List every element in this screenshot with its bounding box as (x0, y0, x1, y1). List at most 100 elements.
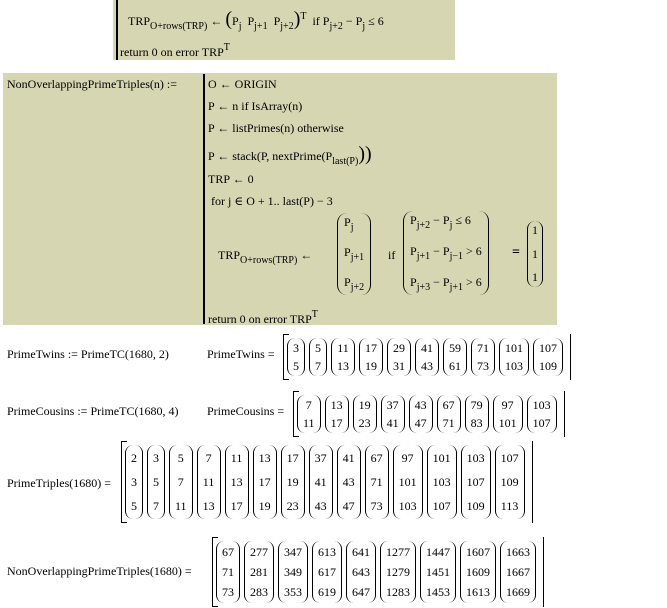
prime-cousins-label: PrimeCousins = (207, 404, 285, 418)
trp-assignment-lhs: TRPO+rows(TRP) ← (218, 248, 313, 266)
triples-cell: 101 (432, 451, 451, 465)
triples-cell: 7 (205, 451, 212, 465)
twins-cell: 73 (477, 359, 489, 373)
twins-cell: 71 (477, 341, 489, 355)
prime-twins-definition: PrimeTwins := PrimeTC(1680, 2) (7, 347, 169, 361)
trp-vector: Pj Pj+1 Pj+2 (337, 213, 372, 295)
line-trp-init: TRP ← 0 (208, 172, 254, 186)
triples-cell: 7 (153, 499, 159, 513)
nonoverlap-cell: 641 (352, 545, 370, 559)
line-isarray: P ← n if IsArray(n) (208, 99, 303, 113)
nonoverlap-cell: 1279 (386, 565, 410, 579)
nonoverlap-column: 1607 1609 1613 (460, 541, 496, 603)
cousins-cell: 67 (442, 398, 455, 412)
triples-cell: 3 (153, 451, 159, 465)
triples-cell: 43 (314, 499, 327, 513)
prime-cousins-definition: PrimeCousins := PrimeTC(1680, 4) (7, 404, 179, 418)
nonoverlap-cell: 619 (318, 585, 336, 599)
triples-cell: 109 (466, 499, 485, 513)
top-trp-assignment: TRPO+rows(TRP) ← (Pj Pj+1 Pj+2)T if Pj+2… (128, 8, 384, 32)
twins-cell: 103 (505, 359, 523, 373)
program-bar (203, 74, 205, 324)
triples-cell: 43 (342, 475, 355, 489)
triples-cell: 109 (500, 475, 519, 489)
triples-cell: 47 (342, 499, 355, 513)
twins-cell: 31 (393, 359, 405, 373)
nonoverlap-cell: 67 (222, 545, 234, 559)
cousins-cell: 7 (305, 398, 312, 412)
nonoverlap-cell: 347 (284, 545, 302, 559)
triples-cell: 41 (342, 451, 355, 465)
triples-cell: 13 (230, 475, 243, 489)
triples-cell: 23 (286, 499, 299, 513)
triples-cell: 101 (398, 475, 417, 489)
twins-cell: 43 (421, 359, 433, 373)
triples-cell: 37 (314, 451, 327, 465)
nonoverlap-cell: 349 (284, 565, 302, 579)
program-bar-top (116, 0, 118, 60)
triples-cell: 17 (286, 451, 299, 465)
nonoverlap-cell: 1609 (466, 565, 490, 579)
triples-cell: 113 (500, 499, 519, 513)
cousins-cell: 11 (303, 416, 315, 430)
triples-cell: 5 (131, 499, 137, 513)
twins-cell: 107 (539, 341, 557, 355)
cousins-cell: 47 (414, 416, 427, 430)
bold-equals: = (512, 245, 520, 260)
prime-triples-label: PrimeTriples(1680) = (7, 476, 111, 490)
line-for-loop: for j ∈ O + 1.. last(P) − 3 (211, 194, 333, 208)
triples-cell: 3 (131, 475, 137, 489)
triples-cell: 19 (286, 475, 299, 489)
return-line: return 0 on error TRPT (208, 309, 318, 326)
triples-cell: 103 (466, 451, 485, 465)
nonoverlap-cell: 283 (250, 585, 268, 599)
twins-cell: 59 (449, 341, 461, 355)
line-listprimes: P ← listPrimes(n) otherwise (208, 121, 344, 135)
ones-vector: 1 1 1 (527, 221, 543, 287)
nonoverlap-cell: 1277 (386, 545, 410, 559)
twins-cell: 13 (337, 359, 349, 373)
triples-cell: 5 (153, 475, 159, 489)
definition-body-region (201, 73, 557, 325)
triples-cell: 67 (370, 451, 383, 465)
nonoverlap-cell: 1663 (506, 545, 530, 559)
cousins-cell: 79 (470, 398, 483, 412)
cousins-cell: 43 (414, 398, 427, 412)
twins-cell: 17 (365, 341, 377, 355)
nonoverlap-cell: 1607 (466, 545, 490, 559)
line-origin: O ← ORIGIN (208, 77, 277, 91)
cousins-cell: 23 (358, 416, 371, 430)
triples-cell: 5 (177, 451, 184, 465)
cousins-cell: 107 (532, 416, 551, 430)
nonoverlap-cell: 1613 (466, 585, 490, 599)
triples-column: 41 43 47 (336, 445, 361, 519)
